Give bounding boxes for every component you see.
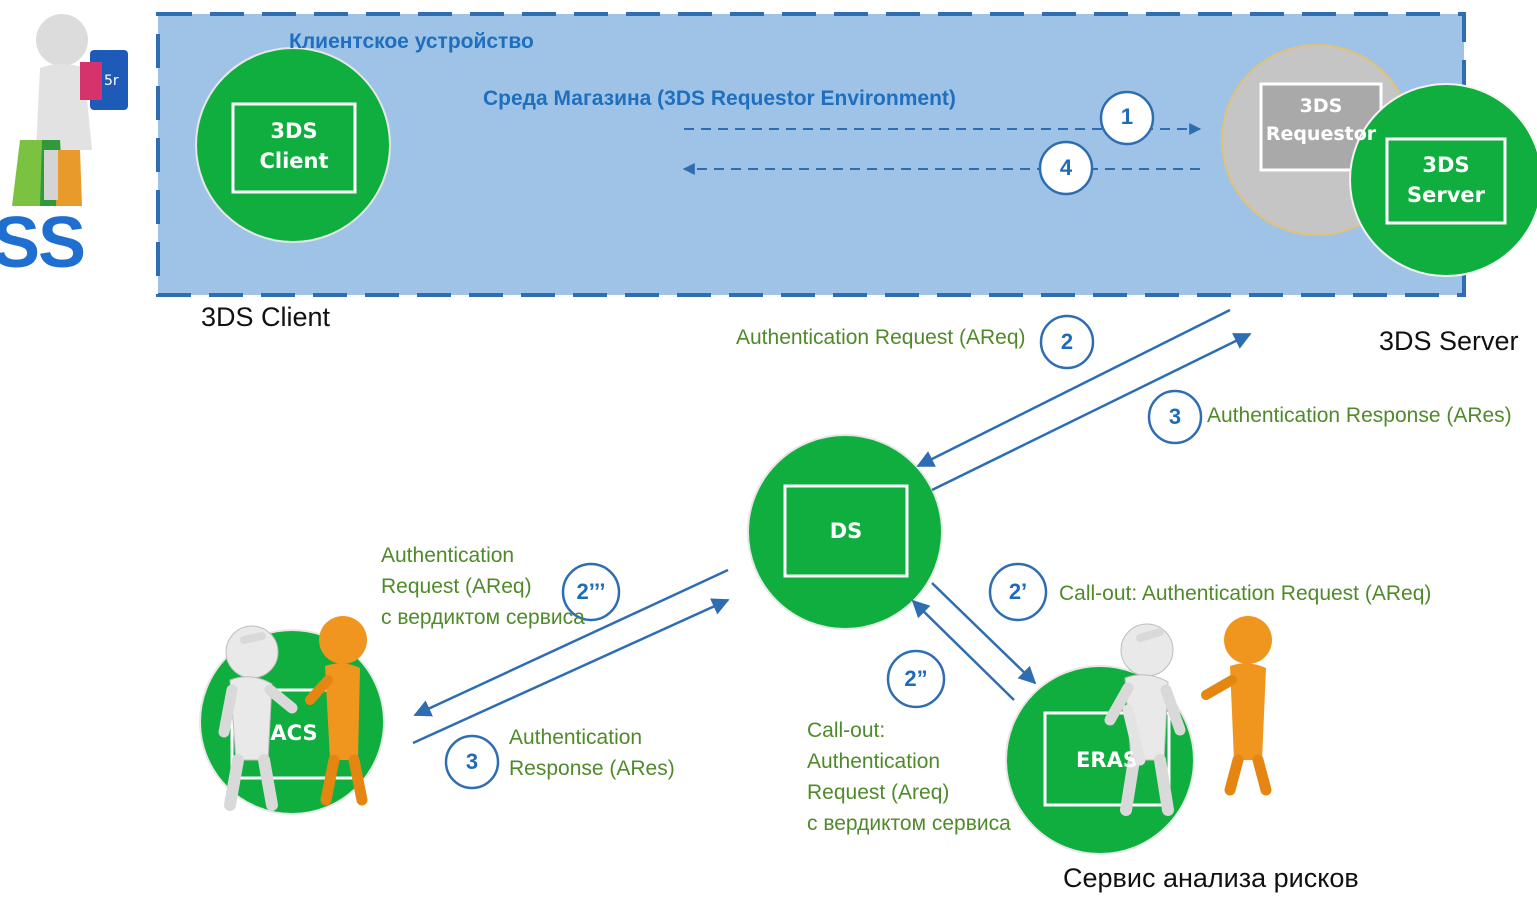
msg-callout-verdict: Call-out: Authentication Request (Areq) … (807, 715, 1011, 839)
badge-step-4 (1038, 140, 1094, 196)
step-2-prime-label: 2’ (1008, 579, 1028, 604)
step-badges (444, 90, 1203, 790)
msg-acs-areq-line-3: с вердиктом сервиса (381, 606, 585, 629)
msg-acs-areq: Authentication Request (AReq) с вердикто… (381, 540, 585, 633)
arrow-areq-ds-to-acs (413, 568, 729, 717)
eras-box-label: ERAS (1076, 748, 1138, 772)
arrow-callout-eras-to-ds (911, 599, 1015, 701)
msg-callout-verdict-line-2: Authentication (807, 750, 941, 773)
badge-step-2 (1039, 314, 1095, 370)
arrow-areq-server-to-ds (916, 308, 1231, 468)
step-3-server-label: 3 (1168, 404, 1182, 429)
requestor-box-line-1: 3DS (1299, 95, 1343, 117)
step-2-double-label: 2” (904, 666, 928, 691)
badge-step-1 (1099, 90, 1155, 146)
eras-person-orange-icon (1201, 616, 1272, 796)
client-box-line-1: 3DS (270, 119, 318, 143)
ds-node (747, 434, 943, 630)
msg-acs-areq-line-2: Request (AReq) (381, 575, 532, 598)
client-device-title: Клиентское устройство (289, 30, 534, 53)
msg-acs-areq-line-1: Authentication (381, 544, 515, 567)
acs-person-white-icon (218, 625, 298, 811)
client-box-line-2: Client (259, 149, 329, 173)
step-1-label: 1 (1120, 104, 1134, 129)
requestor-box-label: 3DS Requestor (1261, 92, 1381, 148)
arrow-ares-acs-to-ds (412, 598, 730, 745)
requestor-box-line-2: Requestor (1265, 123, 1377, 145)
svg-text:5r: 5r (104, 73, 119, 89)
eras-occluding-arm-icon (1122, 704, 1146, 766)
acs-box-label: ACS (270, 721, 318, 745)
brand-logo-fragment: SS (0, 203, 86, 283)
msg-areq: Authentication Request (AReq) (736, 326, 1026, 349)
msg-acs-ares-line-2: Response (ARes) (509, 757, 675, 780)
msg-acs-ares: Authentication Response (ARes) (509, 722, 675, 784)
badge-step-2-double (886, 649, 946, 709)
step-2-label: 2 (1060, 329, 1074, 354)
merchant-environment-title: Среда Магазина (3DS Requestor Environmen… (483, 87, 956, 110)
msg-callout-areq: Call-out: Authentication Request (AReq) (1059, 582, 1432, 605)
ds-box-label: DS (829, 519, 863, 543)
arrow-ares-ds-to-server (931, 332, 1252, 492)
server-box-label: 3DS Server (1387, 150, 1505, 210)
step-2-triple-label: 2’’’ (576, 579, 606, 604)
msg-callout-verdict-line-3: Request (Areq) (807, 781, 950, 804)
msg-callout-verdict-line-1: Call-out: (807, 719, 886, 742)
server-node (1349, 83, 1537, 277)
arrow-callout-ds-to-eras (931, 582, 1037, 685)
server-box-line-2: Server (1406, 183, 1485, 207)
server-box-line-1: 3DS (1422, 153, 1470, 177)
badge-step-2-triple (561, 562, 621, 622)
badge-step-2-prime (988, 562, 1048, 622)
client-node (195, 47, 391, 243)
badge-step-3-acs (444, 734, 500, 790)
client-box-label: 3DS Client (233, 116, 355, 176)
step-3-acs-label: 3 (465, 749, 479, 774)
server-caption: 3DS Server (1379, 326, 1519, 356)
msg-callout-verdict-line-4: с вердиктом сервиса (807, 812, 1011, 835)
shopper-icon: 5r (0, 12, 152, 208)
client-caption: 3DS Client (201, 302, 331, 332)
risk-service-caption: Сервис анализа рисков (1063, 863, 1359, 893)
acs-person-orange-icon (305, 616, 368, 806)
step-4-label: 4 (1059, 155, 1073, 180)
msg-acs-ares-line-1: Authentication (509, 726, 643, 749)
badge-step-3-server (1147, 389, 1203, 445)
msg-ares-server: Authentication Response (ARes) (1207, 404, 1512, 427)
